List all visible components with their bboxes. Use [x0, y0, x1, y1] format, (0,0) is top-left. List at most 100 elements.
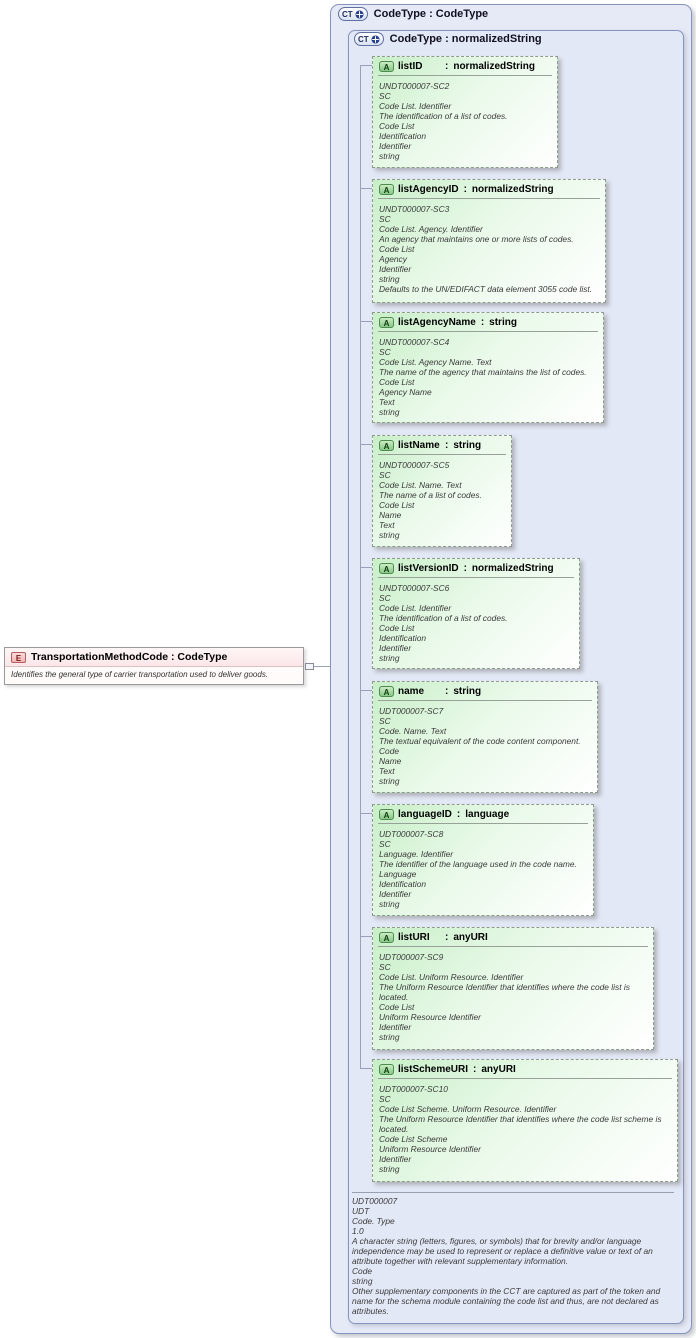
element-box-TransportationMethodCode[interactable]: E TransportationMethodCode : CodeType Id…	[4, 647, 304, 685]
doc-line: An agency that maintains one or more lis…	[379, 234, 574, 244]
doc-line: UNDT000007-SC2	[379, 81, 450, 91]
doc-line: Identification	[379, 131, 427, 141]
doc-line: The Uniform Resource Identifier that ide…	[379, 982, 630, 1002]
tree-connector	[360, 188, 372, 189]
tree-connector	[360, 936, 372, 937]
attribute-name: listAgencyID	[398, 184, 459, 195]
separator	[378, 198, 600, 199]
doc-line: UDT000007-SC9	[379, 952, 444, 962]
doc-line: string	[379, 776, 400, 786]
doc-line: Code. Type	[352, 1216, 395, 1226]
tree-connector	[360, 813, 372, 814]
separator	[378, 75, 552, 76]
separator	[378, 700, 592, 701]
codetype-inner-header: CT CodeType : normalizedString	[354, 32, 542, 46]
attribute-box-listAgencyName[interactable]: A listAgencyName : string UNDT000007-SC4…	[372, 312, 604, 423]
doc-line: The textual equivalent of the code conte…	[379, 736, 581, 746]
attribute-type: anyURI	[481, 1064, 516, 1075]
complex-type-icon: CT	[338, 7, 368, 21]
tree-connector	[360, 1068, 372, 1069]
doc-line: SC	[379, 962, 391, 972]
doc-line: Code List. Identifier	[379, 101, 452, 111]
element-annotation: Identifies the general type of carrier t…	[5, 667, 303, 683]
doc-line: string	[379, 1032, 400, 1042]
attribute-icon: A	[379, 809, 394, 820]
ct-circle-icon	[355, 10, 364, 18]
attribute-name: listVersionID	[398, 563, 459, 574]
doc-line: Code	[379, 746, 400, 756]
inner-type-title: CodeType : normalizedString	[389, 33, 542, 45]
attribute-icon: A	[379, 563, 394, 574]
attribute-type: string	[453, 686, 482, 697]
tree-connector	[360, 690, 372, 691]
doc-line: SC	[379, 1094, 391, 1104]
attribute-type: string	[453, 440, 482, 451]
doc-line: UNDT000007-SC3	[379, 204, 450, 214]
doc-line: Code List. Uniform Resource. Identifier	[379, 972, 524, 982]
codetype-outer-header: CT CodeType : CodeType	[338, 7, 488, 21]
doc-line: string	[379, 899, 400, 909]
doc-line: UDT000007-SC7	[379, 706, 444, 716]
attribute-icon: A	[379, 932, 394, 943]
doc-line: Text	[379, 520, 395, 530]
tree-connector	[360, 321, 372, 322]
attribute-box-listVersionID[interactable]: A listVersionID : normalizedString UNDT0…	[372, 558, 580, 669]
attribute-colon: :	[445, 61, 449, 72]
attribute-box-listAgencyID[interactable]: A listAgencyID : normalizedString UNDT00…	[372, 179, 606, 303]
attribute-name: listID	[398, 61, 423, 72]
attribute-icon: A	[379, 184, 394, 195]
attribute-header: A listAgencyName : string	[373, 313, 603, 330]
attribute-header: A listName : string	[373, 436, 511, 453]
doc-line: 1.0	[352, 1226, 364, 1236]
doc-line: Code List	[379, 623, 415, 633]
attribute-name: languageID	[398, 809, 452, 820]
doc-line: Identifier	[379, 141, 412, 151]
doc-line: Code	[352, 1266, 373, 1276]
doc-line: The identification of a list of codes.	[379, 613, 508, 623]
attribute-name: listURI	[398, 932, 430, 943]
doc-line: Code List. Identifier	[379, 603, 452, 613]
doc-line: Text	[379, 766, 395, 776]
doc-line: Language	[379, 869, 417, 879]
tree-connector	[360, 444, 372, 445]
attribute-type: string	[489, 317, 517, 328]
doc-line: Code List Scheme. Uniform Resource. Iden…	[379, 1104, 557, 1114]
doc-line: string	[379, 1164, 400, 1174]
complex-type-icon-label: CT	[358, 34, 369, 44]
doc-line: The name of a list of codes.	[379, 490, 482, 500]
attribute-header: A listSchemeURI : anyURI	[373, 1060, 677, 1077]
doc-line: Language. Identifier	[379, 849, 454, 859]
doc-line: The identification of a list of codes.	[379, 111, 508, 121]
doc-line: UNDT000007-SC5	[379, 460, 450, 470]
connector-handle[interactable]	[305, 663, 314, 670]
separator	[378, 577, 574, 578]
separator	[378, 454, 506, 455]
doc-line: Text	[379, 397, 395, 407]
doc-line: The Uniform Resource Identifier that ide…	[379, 1114, 662, 1134]
attribute-name: listAgencyName	[398, 317, 476, 328]
attribute-type: anyURI	[453, 932, 488, 943]
separator	[352, 1192, 674, 1193]
doc-line: Name	[379, 756, 402, 766]
attribute-box-listID[interactable]: A listID : normalizedString UNDT000007-S…	[372, 56, 558, 168]
doc-line: string	[379, 530, 400, 540]
attribute-colon: :	[463, 184, 467, 195]
doc-line: Other supplementary components in the CC…	[352, 1286, 661, 1316]
complex-type-icon-label: CT	[342, 9, 353, 19]
doc-line: Identifier	[379, 1022, 412, 1032]
doc-line: Uniform Resource Identifier	[379, 1012, 481, 1022]
attribute-name: listSchemeURI	[398, 1064, 469, 1075]
attribute-type: language	[465, 809, 510, 820]
doc-line: Agency Name	[379, 387, 432, 397]
